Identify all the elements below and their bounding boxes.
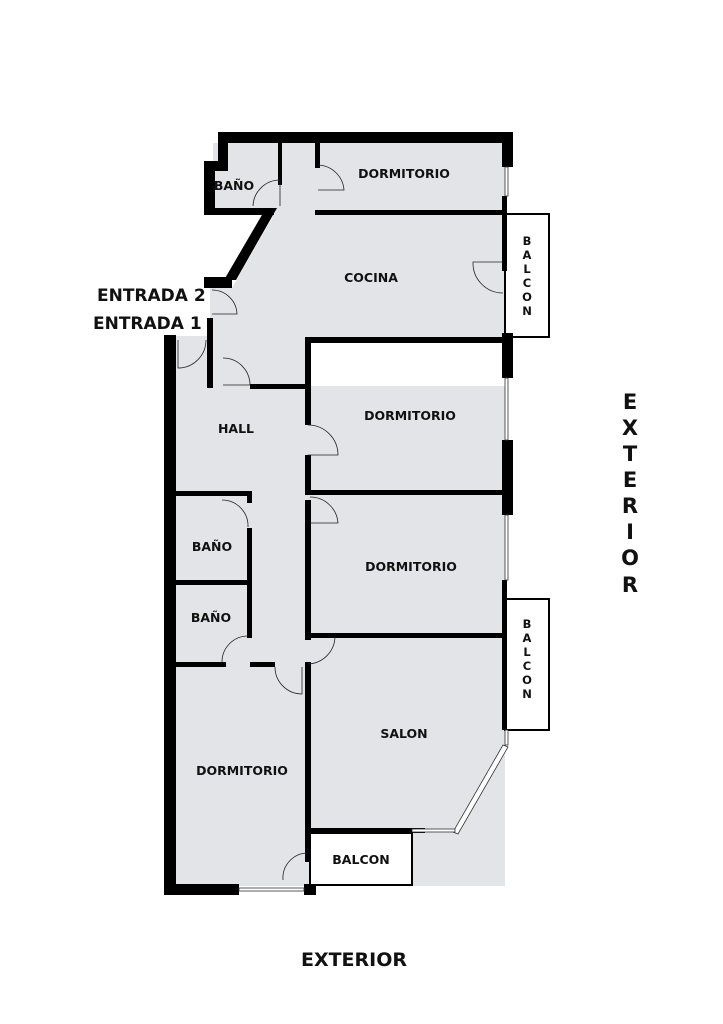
entrada-2-label: ENTRADA 2 (97, 286, 206, 306)
room-label-dormitorio-top: DORMITORIO (358, 166, 450, 181)
svg-text:B: B (523, 234, 532, 248)
svg-text:I: I (626, 520, 634, 544)
room-label-cocina: COCINA (344, 270, 398, 285)
room-label-dormitorio-4: DORMITORIO (196, 763, 288, 778)
svg-text:R: R (622, 573, 638, 597)
svg-text:C: C (523, 276, 531, 290)
room-label-hall: HALL (218, 421, 254, 436)
svg-text:C: C (523, 659, 531, 673)
walls (164, 132, 513, 895)
room-label-bano-top: BAÑO (214, 178, 254, 193)
room-label-bano-1: BAÑO (192, 539, 232, 554)
entrada-1-label: ENTRADA 1 (93, 314, 202, 334)
balcon-label-mid: B A L C O N (522, 617, 532, 701)
balcon-bottom (309, 832, 413, 886)
svg-text:N: N (522, 687, 532, 701)
exterior-bottom-label: EXTERIOR (301, 949, 407, 971)
svg-text:N: N (522, 304, 532, 318)
svg-text:B: B (523, 617, 532, 631)
svg-text:E: E (623, 468, 637, 492)
room-label-bano-2: BAÑO (191, 610, 231, 625)
room-label-salon: SALON (380, 726, 427, 741)
room-label-dormitorio-2: DORMITORIO (364, 408, 456, 423)
svg-text:X: X (622, 416, 638, 440)
svg-text:T: T (623, 442, 638, 466)
svg-text:O: O (522, 673, 532, 687)
exterior-right-label: E X T E R I O R (621, 390, 639, 597)
svg-text:E: E (623, 390, 637, 414)
door-swings (177, 164, 504, 881)
svg-text:L: L (523, 262, 531, 276)
svg-text:O: O (522, 290, 532, 304)
svg-text:O: O (621, 546, 639, 570)
balcon-mid-right (504, 598, 550, 731)
svg-text:A: A (523, 631, 532, 645)
svg-text:A: A (523, 248, 532, 262)
room-label-balcon-bottom: BALCON (332, 852, 389, 867)
balcon-label-top: B A L C O N (522, 234, 532, 318)
svg-text:L: L (523, 645, 531, 659)
balcon-top-right (504, 213, 550, 338)
room-label-dormitorio-3: DORMITORIO (365, 559, 457, 574)
windows (238, 166, 509, 892)
svg-text:R: R (622, 494, 638, 518)
